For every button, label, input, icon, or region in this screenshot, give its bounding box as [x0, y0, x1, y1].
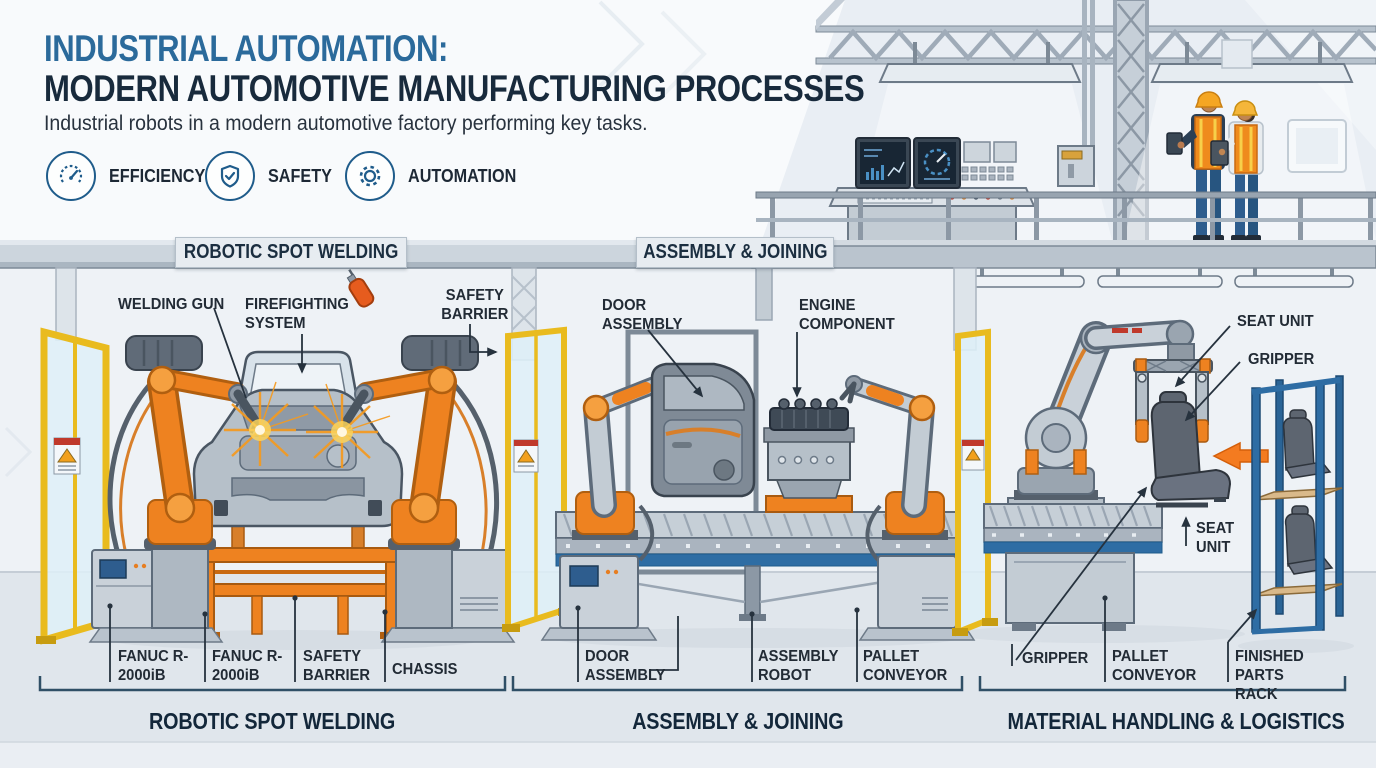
fixture-table — [183, 547, 415, 639]
callout-seat-unit-lower: SEAT UNIT — [1196, 520, 1235, 556]
callout-safety-barrier: SAFETY BARRIER — [441, 287, 509, 323]
welding-robot-right — [338, 335, 516, 643]
robot-controller-cabinet — [447, 549, 511, 629]
section-title-handling: MATERIAL HANDLING & LOGISTICS — [1007, 708, 1345, 734]
wall-panel — [1221, 39, 1253, 69]
badge-efficiency: EFFICIENCY — [46, 151, 216, 201]
beam-plaque-assembly: ASSEMBLY & JOINING — [636, 237, 834, 268]
badge-safety: SAFETY — [205, 151, 339, 201]
callout-door-assembly: DOOR ASSEMBLY — [602, 297, 683, 333]
equipment-label-pallet-conveyor-2: PALLET CONVEYOR — [1112, 648, 1197, 684]
page-subtitle: Industrial robots in a modern automotive… — [44, 112, 648, 135]
gauge-icon — [46, 151, 96, 201]
equipment-label-chassis: CHASSIS — [392, 661, 458, 678]
badge-automation: AUTOMATION — [345, 151, 528, 201]
assembly-robot-right — [839, 375, 976, 641]
wall-window — [1287, 119, 1347, 173]
bracket-line — [38, 676, 1347, 692]
weld-sparks — [224, 381, 391, 468]
ceiling-truss — [815, 0, 1376, 65]
section-title-welding: ROBOTIC SPOT WELDING — [149, 708, 396, 734]
equipment-label-finished-parts-rack: FINISHED PARTS RACK — [1235, 648, 1304, 703]
floor — [0, 571, 1376, 768]
robot-controller-cabinet — [877, 555, 957, 629]
badge-label: AUTOMATION — [408, 165, 517, 186]
transfer-arrow-icon — [1212, 441, 1269, 471]
section-title-assembly: ASSEMBLY & JOINING — [631, 708, 844, 734]
callout-engine-component: ENGINE COMPONENT — [799, 297, 895, 333]
leader-line — [109, 598, 1229, 682]
callout-gripper: GRIPPER — [1248, 351, 1315, 368]
warning-sign — [53, 437, 81, 475]
safety-barrier-panel — [36, 327, 118, 645]
wall-control-box — [1057, 0, 1095, 187]
fire-extinguisher — [346, 268, 375, 308]
car-seat — [1150, 391, 1232, 508]
page-title-line1: INDUSTRIAL AUTOMATION: — [44, 28, 448, 69]
shield-check-icon — [205, 151, 255, 201]
parts-rack — [1251, 375, 1344, 635]
worker-inspector — [1210, 100, 1264, 243]
callout-seat-unit: SEAT UNIT — [1237, 313, 1314, 330]
warning-sign — [961, 439, 985, 471]
truss-column — [1113, 0, 1149, 245]
assembly-conveyor — [555, 511, 957, 621]
engine-block — [763, 398, 855, 513]
page-title-line2: MODERN AUTOMOTIVE MANUFACTURING PROCESSE… — [44, 68, 865, 109]
callout-firefighting-system: FIREFIGHTING SYSTEM — [245, 296, 349, 332]
equipment-label-door-assembly: DOOR ASSEMBLY — [585, 648, 666, 684]
strip-light — [961, 268, 1354, 288]
welding-gun — [341, 389, 369, 427]
hard-hat-icon — [1194, 91, 1224, 108]
leader-line — [213, 307, 1258, 661]
safety-barrier-panel — [952, 328, 998, 637]
badge-label: EFFICIENCY — [109, 165, 206, 186]
equipment-label-safety-barrier: SAFETY BARRIER — [303, 648, 371, 684]
equipment-label-assembly-robot: ASSEMBLY ROBOT — [758, 648, 839, 684]
equipment-label-gripper: GRIPPER — [1022, 650, 1089, 667]
console-button-grid — [961, 166, 1014, 181]
welding-robot-left — [88, 335, 265, 643]
equipment-label-fanuc-2: FANUC R-2000iB — [212, 648, 283, 684]
hard-hat-icon — [1231, 100, 1259, 116]
warning-sign — [513, 439, 539, 473]
callout-welding-gun: WELDING GUN — [118, 296, 225, 313]
assembly-robot-left — [540, 371, 681, 641]
beam-plaque-welding: ROBOTIC SPOT WELDING — [175, 237, 407, 268]
equipment-label-pallet-conveyor-1: PALLET CONVEYOR — [863, 648, 948, 684]
welding-gun — [233, 389, 261, 427]
equipment-label-fanuc-1: FANUC R-2000iB — [118, 648, 189, 684]
leader-dot — [107, 595, 1108, 617]
badge-label: SAFETY — [268, 165, 332, 186]
gear-icon — [345, 151, 395, 201]
car-door — [650, 362, 756, 498]
